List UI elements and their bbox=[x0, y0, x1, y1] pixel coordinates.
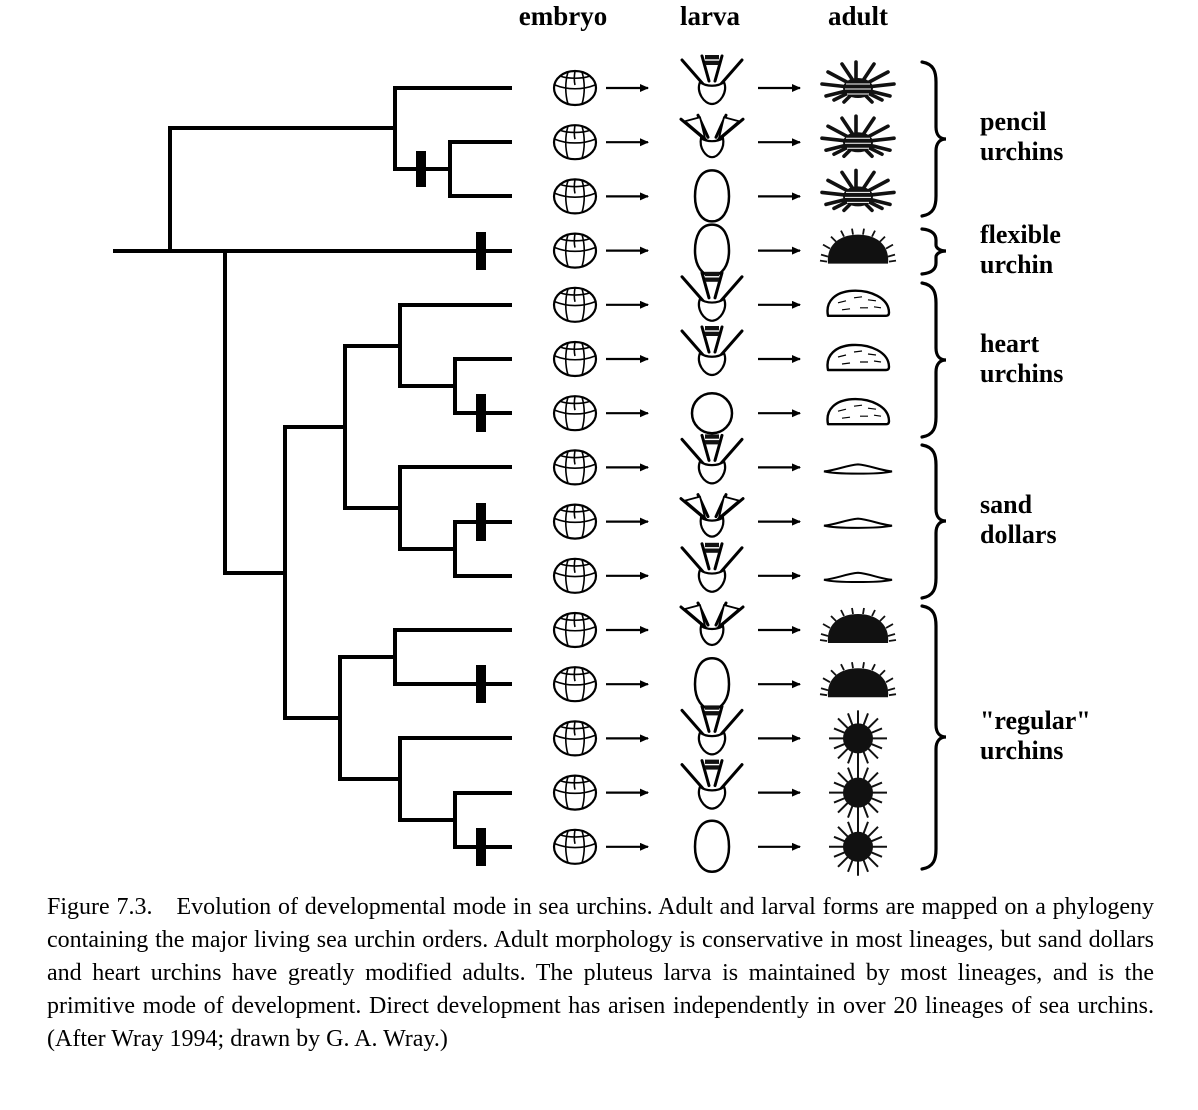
embryo-icon bbox=[552, 557, 598, 594]
embryo-icon bbox=[552, 286, 598, 323]
embryo-icon bbox=[552, 395, 598, 432]
larva-icon-pluteus-wide bbox=[679, 113, 745, 159]
change-tick bbox=[476, 394, 486, 432]
organism-row bbox=[552, 493, 893, 540]
organism-row bbox=[552, 656, 897, 711]
embryo-icon bbox=[552, 774, 598, 811]
larva-icon-pluteus-wide bbox=[679, 601, 745, 647]
change-tick bbox=[476, 232, 486, 270]
organism-row bbox=[552, 541, 893, 594]
adult-icon-heart-urchin bbox=[826, 397, 891, 426]
embryo-icon bbox=[552, 720, 598, 757]
larva-icon-ovoid bbox=[693, 223, 731, 277]
organism-row bbox=[552, 53, 896, 107]
embryo-icon bbox=[552, 828, 598, 865]
adult-icon-pencil-urchin bbox=[820, 60, 896, 104]
organism-row bbox=[552, 391, 891, 435]
brace-sand-dollars bbox=[920, 443, 947, 600]
organism-row bbox=[552, 168, 896, 223]
column-header-larva: larva bbox=[680, 1, 740, 31]
adult-icon-pencil-urchin bbox=[820, 114, 896, 158]
embryo-icon bbox=[552, 449, 598, 486]
embryo-icon bbox=[552, 340, 598, 378]
adult-icon-heart-urchin bbox=[826, 343, 891, 372]
adult-icon-dark-dome bbox=[819, 661, 897, 699]
change-tick bbox=[476, 503, 486, 541]
organism-row bbox=[552, 432, 893, 486]
change-tick bbox=[476, 665, 486, 703]
organism-row bbox=[552, 601, 897, 649]
figure-caption: Figure 7.3. Evolution of developmental m… bbox=[47, 894, 1154, 1053]
larva-icon-pluteus bbox=[680, 541, 744, 594]
brace-heart-urchins bbox=[920, 281, 947, 439]
adult-icon-sand-dollar bbox=[823, 517, 893, 529]
brace-flexible-urchin bbox=[920, 227, 947, 276]
larva-icon-ovoid bbox=[693, 656, 731, 711]
embryo-icon bbox=[552, 666, 598, 703]
change-tick bbox=[476, 828, 486, 866]
adult-icon-spiny-urchin bbox=[828, 763, 888, 823]
group-label-heart-urchins: heart urchins bbox=[980, 329, 1064, 389]
brace-regular-urchins bbox=[920, 604, 947, 871]
organism-row bbox=[552, 758, 888, 823]
organism-row bbox=[552, 223, 897, 277]
organism-row bbox=[552, 113, 896, 161]
larva-icon-pluteus bbox=[680, 432, 744, 485]
larva-icon-pluteus bbox=[680, 53, 744, 106]
embryo-icon bbox=[552, 503, 598, 540]
tree-branches bbox=[113, 86, 512, 849]
adult-icon-spiny-urchin bbox=[828, 709, 888, 769]
developmental-change-ticks bbox=[416, 151, 486, 866]
larva-icon-pluteus bbox=[680, 703, 744, 756]
adult-icon-sand-dollar bbox=[823, 571, 893, 584]
adult-icon-dark-dome bbox=[819, 607, 897, 644]
organism-rows bbox=[552, 53, 897, 877]
larva-icon-pluteus-wide bbox=[679, 493, 745, 539]
larva-icon-pluteus bbox=[680, 270, 744, 323]
column-header-embryo: embryo bbox=[518, 1, 608, 31]
group-label-flexible-urchin: flexible urchin bbox=[980, 220, 1061, 280]
larva-icon-ovoid bbox=[693, 819, 731, 874]
organism-row bbox=[552, 324, 891, 378]
group-label-pencil-urchins: pencil urchins bbox=[980, 107, 1064, 167]
embryo-icon bbox=[552, 611, 598, 649]
organism-row bbox=[552, 703, 888, 769]
embryo-icon bbox=[552, 232, 598, 269]
embryo-icon bbox=[552, 69, 598, 107]
group-label-regular-urchins: "regular" urchins bbox=[980, 706, 1091, 766]
adult-icon-pencil-urchin bbox=[820, 168, 896, 213]
larva-icon-pluteus bbox=[680, 324, 744, 377]
embryo-icon bbox=[552, 124, 598, 161]
adult-icon-dark-dome bbox=[819, 227, 897, 265]
larva-icon-pluteus bbox=[680, 758, 744, 811]
column-header-adult: adult bbox=[827, 1, 889, 31]
organism-row bbox=[552, 817, 888, 877]
larva-icon-circle bbox=[690, 391, 734, 435]
larva-icon-ovoid bbox=[693, 169, 731, 223]
adult-icon-spiny-urchin bbox=[828, 817, 888, 877]
organism-row bbox=[552, 270, 891, 323]
phylogeny-diagram bbox=[113, 53, 947, 877]
embryo-icon bbox=[552, 178, 598, 215]
group-label-sand-dollars: sand dollars bbox=[980, 490, 1057, 550]
brace-pencil-urchins bbox=[920, 60, 947, 218]
adult-icon-heart-urchin bbox=[826, 289, 891, 317]
change-tick bbox=[416, 151, 426, 187]
adult-icon-sand-dollar bbox=[823, 463, 893, 475]
